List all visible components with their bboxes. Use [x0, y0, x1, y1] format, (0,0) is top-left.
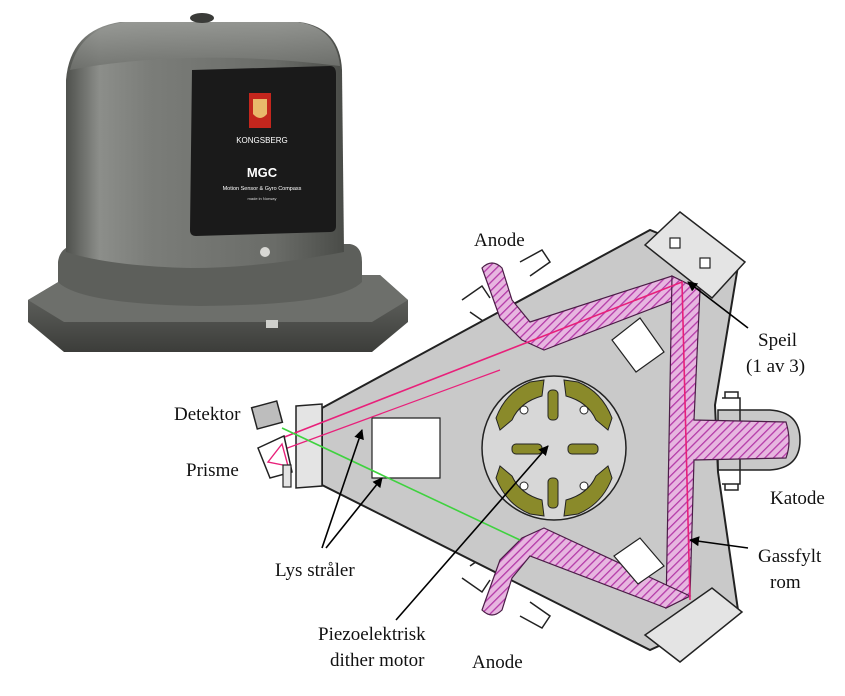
label-speil-count: (1 av 3) [746, 356, 805, 377]
motor-hole [579, 405, 589, 415]
device-made-in-text: made in Norway [248, 196, 277, 201]
device-model-text: MGC [247, 165, 278, 180]
label-anode-bottom: Anode [472, 652, 523, 673]
label-prisme: Prisme [186, 460, 239, 481]
label-piezo: Piezoelektrisk [318, 624, 426, 645]
label-detektor: Detektor [174, 404, 241, 425]
laser-beam-red [281, 280, 691, 601]
base-connector [266, 320, 278, 328]
cavity-left [371, 417, 441, 479]
mirror-bolt [669, 237, 681, 249]
device-brand-text: KONGSBERG [236, 136, 288, 145]
cavity-top-right [611, 317, 665, 373]
mirror-bolt [699, 257, 711, 269]
prism-plate [282, 464, 292, 488]
device-dome-top [70, 22, 340, 70]
dither-motor [481, 375, 627, 521]
label-dither-motor: dither motor [330, 650, 425, 671]
cavity-bottom-right [613, 537, 665, 585]
mirror-mount-bottom [643, 587, 744, 663]
gas-channel-right [665, 275, 790, 609]
prism-beams [266, 442, 289, 467]
leader-lines [321, 281, 749, 621]
motor-hole [579, 481, 589, 491]
label-gassfylt-rom: rom [770, 572, 801, 593]
dither-motor-springs [495, 379, 613, 517]
label-gassfylt: Gassfylt [758, 546, 822, 567]
left-mirror-block [295, 403, 323, 489]
motor-hole [519, 405, 529, 415]
device-indicator-light [260, 247, 270, 257]
device-top-button [190, 13, 214, 23]
motor-hole [519, 481, 529, 491]
detector [250, 400, 284, 430]
device-subtitle-text: Motion Sensor & Gyro Compass [223, 186, 302, 192]
label-speil: Speil [758, 330, 797, 351]
label-anode-top: Anode [474, 230, 525, 251]
gyro-block [250, 211, 801, 663]
mirror-mount-top [643, 211, 747, 300]
gas-channel-bottom [481, 527, 692, 616]
device-front-panel [190, 66, 336, 236]
kongsberg-logo-crest [253, 99, 267, 118]
mgc-device-photo: KONGSBERG MGC Motion Sensor & Gyro Compa… [28, 13, 408, 352]
laser-beam-red-2 [281, 369, 501, 451]
label-lys-straler: Lys stråler [275, 560, 355, 581]
gas-channel-top [481, 262, 702, 351]
label-katode: Katode [770, 488, 825, 509]
laser-beam-green [281, 427, 521, 541]
